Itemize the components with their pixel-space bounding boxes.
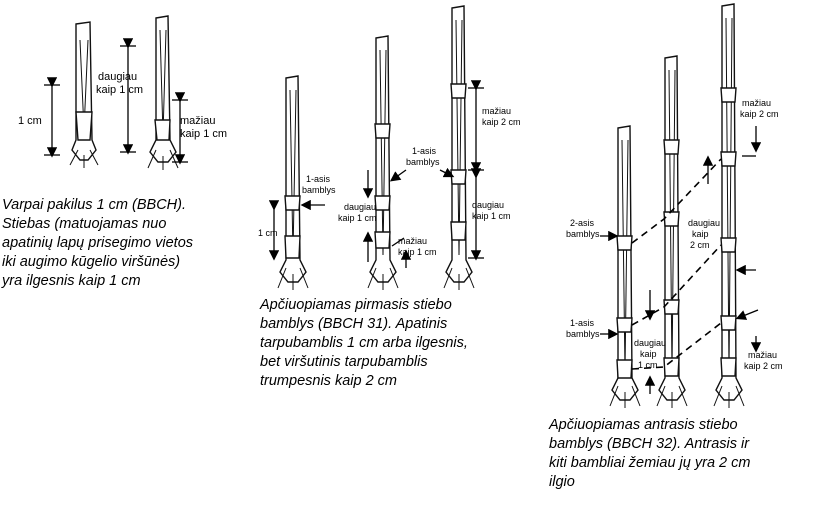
plant-c2 xyxy=(656,55,688,408)
plant-a1 xyxy=(69,21,99,168)
plant-c3 xyxy=(713,3,745,408)
caption-panel-c: Apčiuopiamas antrasis stiebo bamblys (BB… xyxy=(549,417,751,490)
plant-c1 xyxy=(609,125,641,408)
caption-panel-b: Apčiuopiamas pirmasis stiebo bamblys (BB… xyxy=(260,297,468,389)
plant-b3 xyxy=(443,5,475,290)
plant-a2 xyxy=(147,15,179,170)
label-b-1cm: 1 cm xyxy=(258,228,278,238)
plant-b1 xyxy=(277,75,309,290)
plant-b2 xyxy=(367,35,399,290)
label-a-1cm: 1 cm xyxy=(18,115,42,127)
caption-panel-a: Varpai pakilus 1 cm (BBCH). Stiebas (mat… xyxy=(2,197,194,289)
